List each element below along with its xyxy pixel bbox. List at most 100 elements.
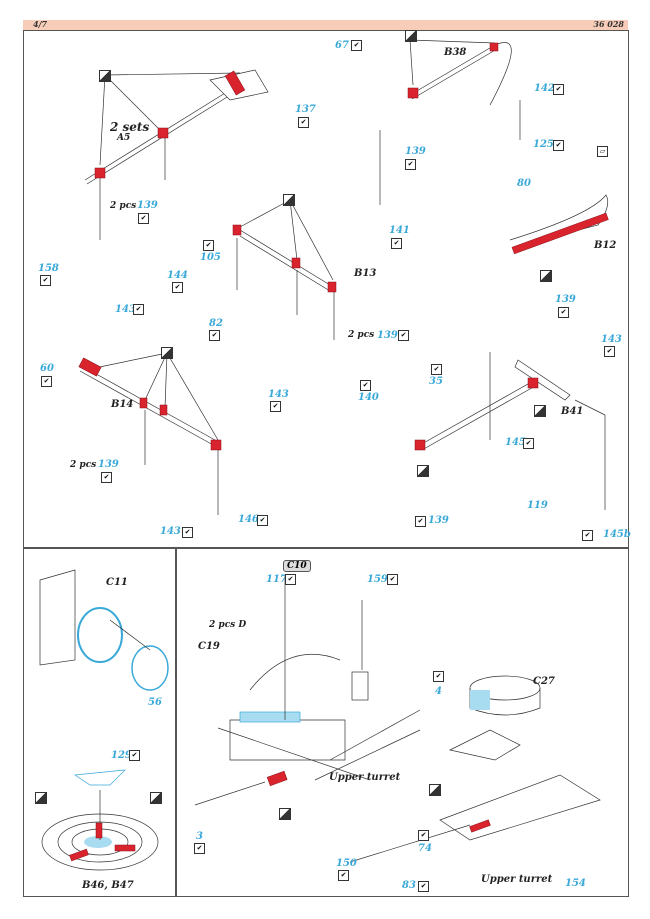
paint-icon (540, 270, 552, 282)
page-header-bar: 4/7 36 028 (23, 19, 628, 30)
part-117: 117 (266, 574, 287, 585)
checkbox-4[interactable]: ✔ (433, 671, 444, 682)
b41-label: B41 (561, 406, 584, 417)
checkbox-158[interactable]: ✔ (40, 275, 51, 286)
checkbox-139-b12[interactable]: ✔ (558, 307, 569, 318)
bottom-left-panel (23, 547, 177, 897)
a5-label: A5 (117, 133, 131, 143)
c27-label: C27 (533, 676, 555, 687)
part-141: 141 (389, 225, 410, 236)
checkbox-159[interactable]: ✔ (387, 574, 398, 585)
part-159: 159 (367, 574, 388, 585)
a5-pcs-label: 2 pcs (110, 201, 137, 211)
part-60: 60 (40, 363, 54, 374)
part-150: 150 (336, 858, 357, 869)
part-80: 80 (517, 178, 531, 189)
part-56: 56 (148, 697, 162, 708)
paint-icon (161, 347, 173, 359)
checkbox-145-b[interactable]: ✔ (582, 530, 593, 541)
b14-pcs-label: 2 pcs (70, 460, 97, 470)
part-139-b41: 139 (428, 515, 449, 526)
a5-sets-label: 2 sets (110, 120, 150, 134)
checkbox-3[interactable]: ✔ (194, 843, 205, 854)
part-154: 154 (565, 878, 586, 889)
paint-icon (417, 465, 429, 477)
part-143-b14: 143 (160, 526, 181, 537)
part-137: 137 (295, 104, 316, 115)
b46-b47-label: B46, B47 (82, 880, 134, 891)
paint-icon (405, 30, 417, 42)
checkbox-143-b14[interactable]: ✔ (182, 527, 193, 538)
product-code: 36 028 (593, 19, 624, 29)
top-panel (23, 30, 629, 549)
part-74: 74 (418, 843, 432, 854)
paint-icon (279, 808, 291, 820)
checkbox-67[interactable]: ✔ (351, 40, 362, 51)
part-143-b13: 143 (268, 389, 289, 400)
part-139-b13: 139 (377, 330, 398, 341)
part-67: 67 (335, 40, 349, 51)
checkbox-105[interactable]: ✔ (203, 240, 214, 251)
part-83: 83 (402, 880, 416, 891)
checkbox-125[interactable]: ✔ (553, 140, 564, 151)
checkbox-139[interactable]: ✔ (138, 213, 149, 224)
part-119: 119 (527, 500, 548, 511)
upper-turret-label: Upper turret (329, 772, 401, 783)
checkbox-143[interactable]: ✔ (133, 304, 144, 315)
checkbox-143-b13[interactable]: ✔ (270, 401, 281, 412)
checkbox-117[interactable]: ✔ (285, 574, 296, 585)
b12-label: B12 (594, 240, 617, 251)
paint-icon (99, 70, 111, 82)
part-82: 82 (209, 318, 223, 329)
checkbox-74[interactable]: ✔ (418, 830, 429, 841)
paint-icon (150, 792, 162, 804)
part-143-b12: 143 (601, 334, 622, 345)
part-142: 142 (534, 83, 555, 94)
paint-icon (534, 405, 546, 417)
part-129: 129 (111, 750, 132, 761)
part-139-b14: 139 (98, 459, 119, 470)
checkbox-129[interactable]: ✔ (129, 750, 140, 761)
checkbox-144[interactable]: ✔ (172, 282, 183, 293)
c19-label: C19 (198, 641, 220, 652)
checkbox-143-b12[interactable]: ✔ (604, 346, 615, 357)
checkbox-139-b14[interactable]: ✔ (101, 472, 112, 483)
part-125: 125 (533, 139, 554, 150)
c11-label: C11 (106, 577, 128, 588)
checkbox-150[interactable]: ✔ (338, 870, 349, 881)
c10-tag: C10 (283, 560, 311, 572)
checkbox-141[interactable]: ✔ (391, 238, 402, 249)
part-143: 143 (115, 304, 136, 315)
checkbox-139-b38[interactable]: ✔ (405, 159, 416, 170)
part-3: 3 (196, 831, 203, 842)
part-145-b: 145b (603, 529, 631, 540)
checkbox-142[interactable]: ✔ (553, 84, 564, 95)
checkbox-35[interactable]: ✔ (431, 364, 442, 375)
pcs-d-label: 2 pcs D (209, 620, 247, 630)
checkbox-146[interactable]: ✔ (257, 515, 268, 526)
b14-label: B14 (111, 399, 134, 410)
checkbox-83[interactable]: ✔ (418, 881, 429, 892)
checkbox-82[interactable]: ✔ (209, 330, 220, 341)
part-144: 144 (167, 270, 188, 281)
checkbox-139-b13[interactable]: ✔ (398, 330, 409, 341)
b38-label: B38 (444, 47, 467, 58)
part-146: 146 (238, 514, 259, 525)
upper-turret-label-2: Upper turret (481, 874, 553, 885)
bottom-right-panel (175, 547, 629, 897)
checkbox-137[interactable]: ✔ (298, 117, 309, 128)
part-139-b12: 139 (555, 294, 576, 305)
part-105: 105 (200, 252, 221, 263)
checkbox-145[interactable]: ✔ (523, 438, 534, 449)
checkbox-139-b41[interactable]: ✔ (415, 516, 426, 527)
b13-label: B13 (354, 268, 377, 279)
part-4: 4 (435, 686, 442, 697)
part-139-b38: 139 (405, 146, 426, 157)
checkbox-140[interactable]: ✔ (360, 380, 371, 391)
part-158: 158 (38, 263, 59, 274)
part-139: 139 (137, 200, 158, 211)
paint-icon (35, 792, 47, 804)
part-140: 140 (358, 392, 379, 403)
checkbox-60[interactable]: ✔ (41, 376, 52, 387)
